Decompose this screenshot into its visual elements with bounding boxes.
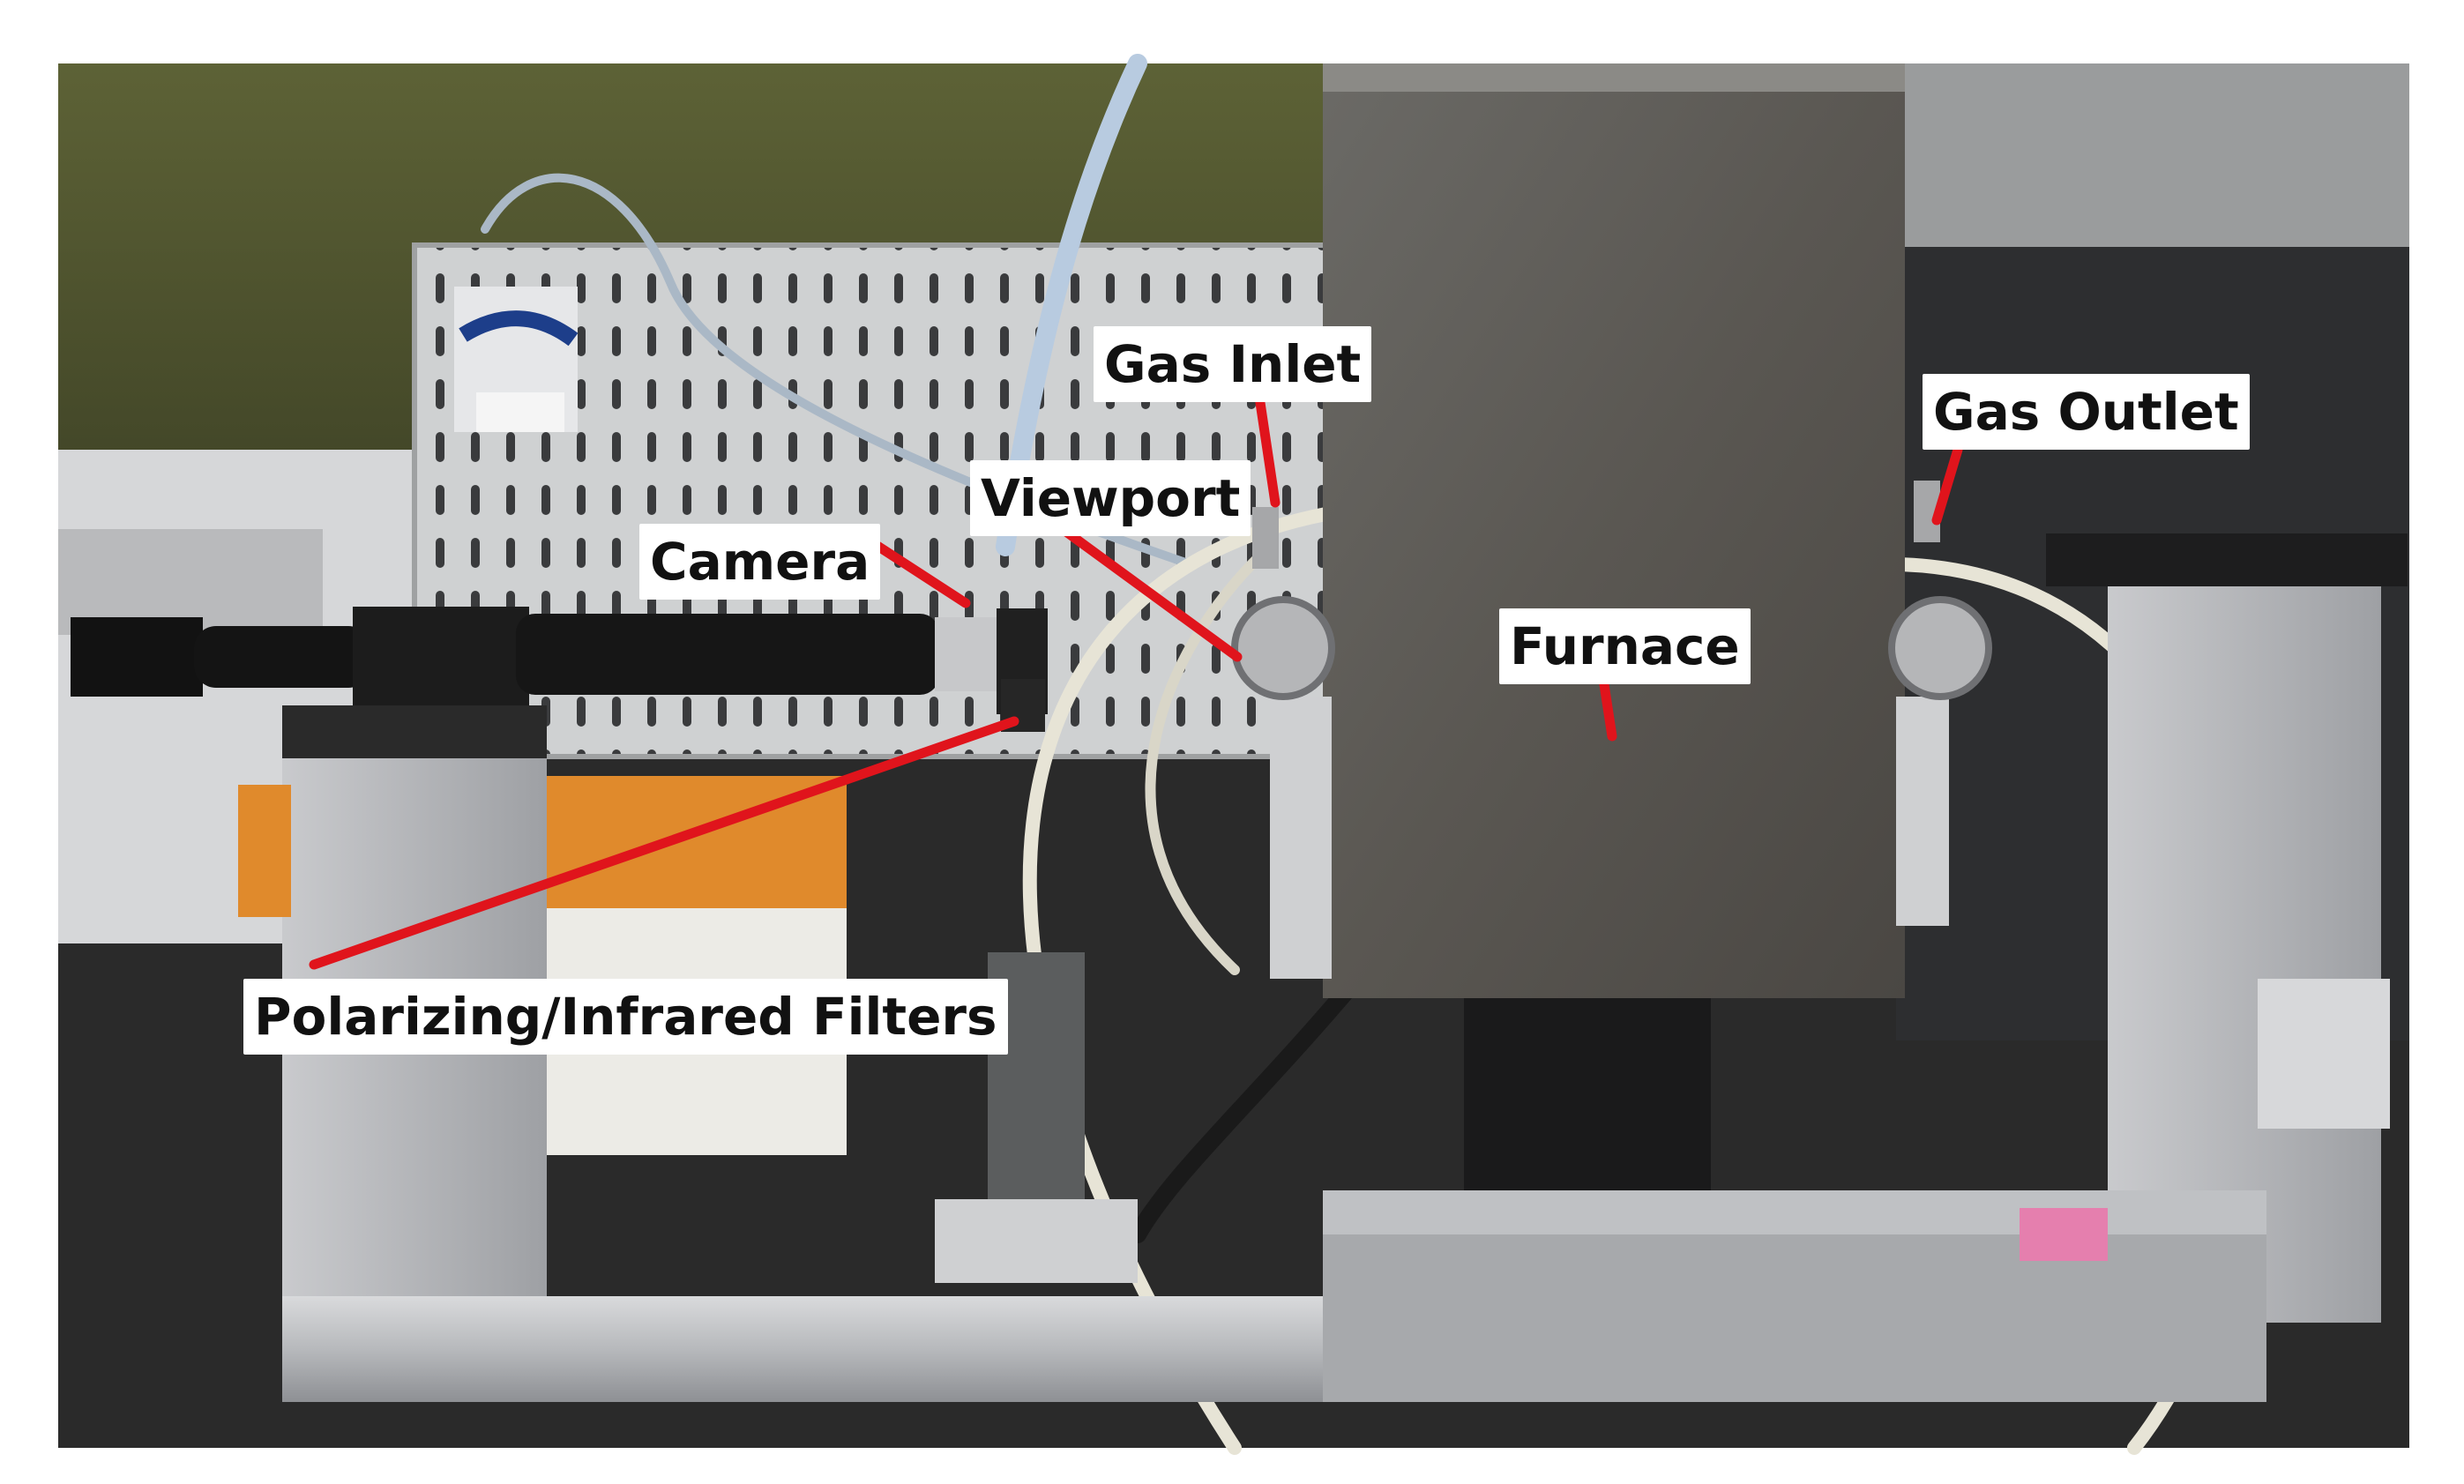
gas-outlet-label: Gas Outlet bbox=[1923, 374, 2250, 450]
furnace-label: Furnace bbox=[1499, 608, 1751, 684]
gas-inlet-leader bbox=[1254, 392, 1281, 508]
furnace-body bbox=[1231, 63, 1992, 1355]
pressure-gauge bbox=[454, 287, 579, 432]
viewport-label: Viewport bbox=[970, 460, 1251, 536]
filters-label: Polarizing/Infrared Filters bbox=[243, 979, 1008, 1055]
leader-lines bbox=[309, 392, 1963, 970]
filters-leader bbox=[309, 716, 1019, 970]
furnace-leader bbox=[1598, 674, 1617, 742]
camera-assembly bbox=[71, 607, 1048, 732]
gas-outlet-leader bbox=[1931, 444, 1963, 526]
gas-inlet-label: Gas Inlet bbox=[1094, 326, 1372, 402]
camera-label: Camera bbox=[639, 524, 881, 600]
viewport-leader bbox=[1051, 519, 1243, 662]
optical-rail bbox=[282, 1190, 2266, 1402]
